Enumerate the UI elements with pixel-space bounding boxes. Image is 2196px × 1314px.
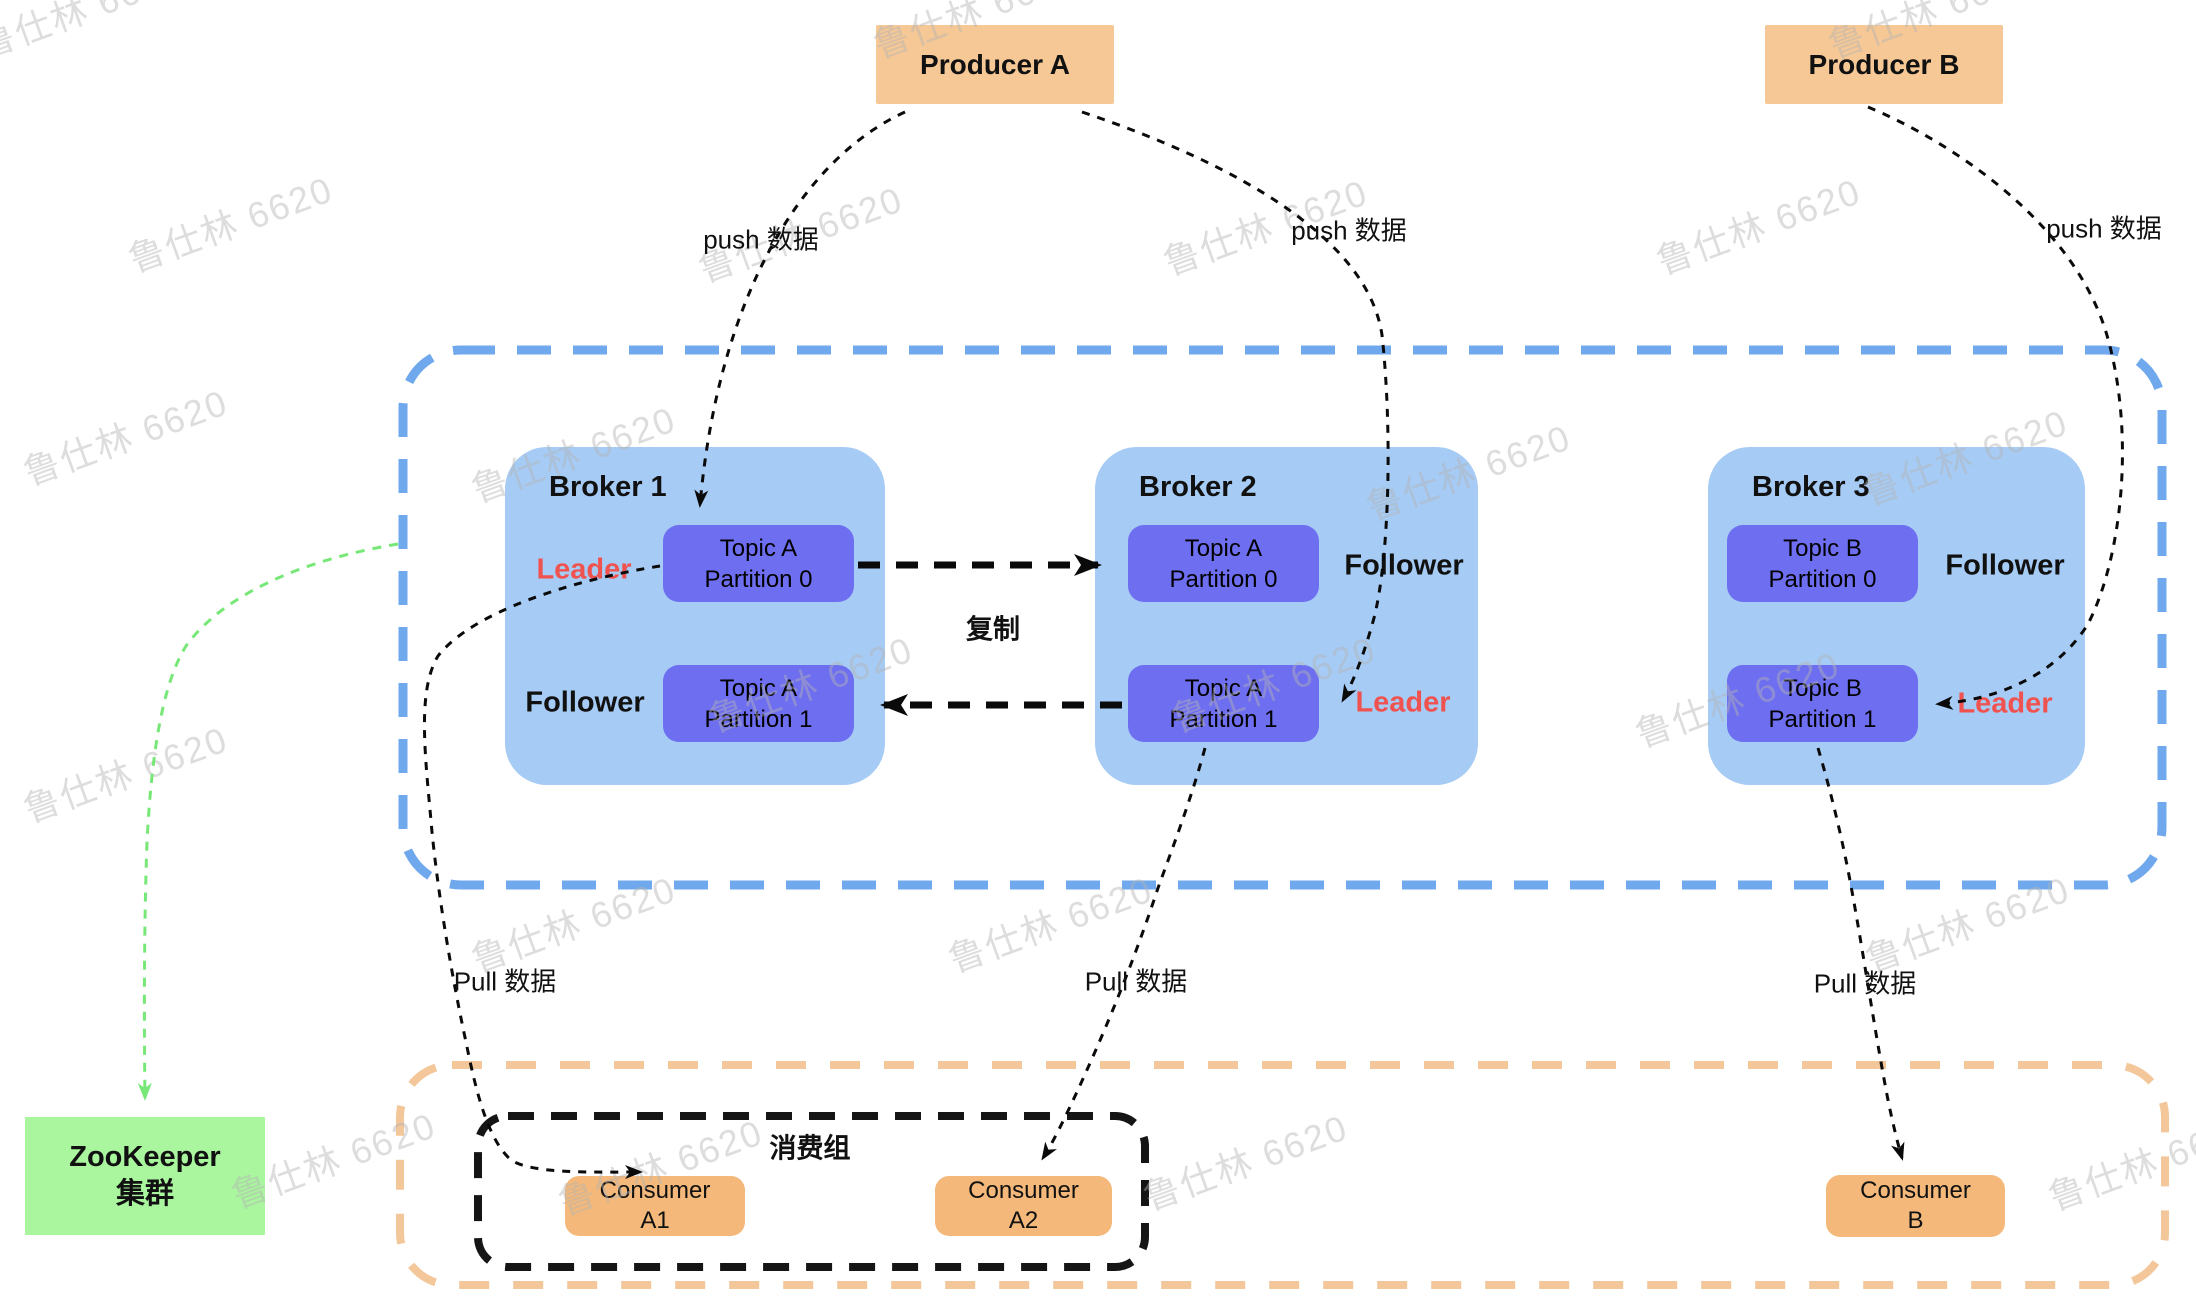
partition-topic: Topic A [719, 534, 798, 562]
push-label-producer-b-broker3: push 数据 [2046, 213, 2162, 244]
partition-number: Partition 1 [1768, 705, 1877, 733]
broker-3-title: Broker 3 [1752, 471, 1870, 503]
partition-topic: Topic A [1184, 674, 1263, 702]
producer-b-label: Producer B [1808, 48, 1960, 80]
partition-number: Partition 0 [1768, 565, 1877, 593]
replication-label: 复制 [966, 614, 1020, 645]
consumer-a1-label-line2: A1 [640, 1207, 670, 1234]
broker-2-box: Broker 2 Topic A Partition 0 Topic A Par… [1095, 447, 1478, 785]
consumer-a1-label-line1: Consumer [599, 1177, 711, 1204]
pull-label-consumer-a2: Pull 数据 [1084, 966, 1188, 997]
partition-number: Partition 0 [704, 565, 813, 593]
broker-3-box: Broker 3 Topic B Partition 0 Topic B Par… [1708, 447, 2085, 785]
producer-a-box: Producer A [876, 25, 1114, 104]
broker-1-title: Broker 1 [549, 471, 667, 503]
broker1-topic-a-partition-1: Topic A Partition 1 [663, 665, 854, 742]
partition-topic: Topic A [719, 674, 798, 702]
partition-topic: Topic B [1783, 674, 1862, 702]
pull-label-consumer-a1: Pull 数据 [453, 966, 557, 997]
pull-arrow-broker1-partition0-to-consumer-a1 [423, 564, 661, 1180]
broker3-partition0-role-follower: Follower [1945, 549, 2065, 582]
push-arrow-producer-a-to-broker1-partition0 [694, 110, 906, 508]
broker1-partition0-role-leader: Leader [536, 553, 632, 586]
producer-b-box: Producer B [1765, 25, 2003, 104]
push-label-producer-a-broker2: push 数据 [1291, 215, 1407, 246]
consumer-b-label-line1: Consumer [1860, 1177, 1971, 1204]
push-arrow-producer-a-to-broker2-partition1 [1081, 110, 1390, 703]
partition-topic: Topic A [1184, 534, 1263, 562]
partition-number: Partition 1 [704, 705, 813, 733]
partition-topic: Topic B [1783, 534, 1862, 562]
broker2-topic-a-partition-0: Topic A Partition 0 [1128, 525, 1319, 602]
consumer-b-label-line2: B [1907, 1207, 1924, 1234]
zookeeper-label-line1: ZooKeeper [69, 1141, 221, 1173]
broker3-partition1-role-leader: Leader [1957, 687, 2053, 720]
partition-number: Partition 1 [1169, 705, 1278, 733]
consumer-zone-boundary [396, 1061, 2169, 1289]
broker1-partition1-role-follower: Follower [525, 686, 645, 719]
broker3-topic-b-partition-0: Topic B Partition 0 [1727, 525, 1918, 602]
broker1-topic-a-partition-0: Topic A Partition 0 [663, 525, 854, 602]
consumer-group-label: 消费组 [769, 1133, 851, 1164]
consumer-a1-box: Consumer A1 [565, 1176, 745, 1236]
broker2-partition0-role-follower: Follower [1344, 549, 1464, 582]
pull-arrow-broker3-partition1-to-consumer-b [1816, 747, 1905, 1161]
partition-number: Partition 0 [1169, 565, 1278, 593]
producer-a-label: Producer A [920, 48, 1070, 80]
cluster-to-zookeeper-arrow [137, 542, 399, 1101]
zookeeper-label-line2: 集群 [115, 1178, 174, 1210]
consumer-a2-label-line1: Consumer [968, 1177, 1079, 1204]
zookeeper-box: ZooKeeper 集群 [25, 1117, 265, 1235]
consumer-a2-box: Consumer A2 [935, 1176, 1112, 1236]
push-label-producer-a-broker1: push 数据 [703, 224, 819, 255]
pull-arrow-broker2-partition1-to-consumer-a2 [1041, 747, 1207, 1161]
push-arrow-producer-b-to-broker3-partition1 [1867, 105, 2124, 710]
consumer-b-box: Consumer B [1826, 1175, 2005, 1237]
consumer-a2-label-line2: A2 [1008, 1207, 1039, 1234]
broker2-partition1-role-leader: Leader [1355, 686, 1451, 719]
pull-label-consumer-b: Pull 数据 [1813, 968, 1917, 999]
broker3-topic-b-partition-1: Topic B Partition 1 [1727, 665, 1918, 742]
broker-2-title: Broker 2 [1139, 471, 1257, 503]
broker2-topic-a-partition-1: Topic A Partition 1 [1128, 665, 1319, 742]
consumer-group-boundary [474, 1112, 1149, 1271]
